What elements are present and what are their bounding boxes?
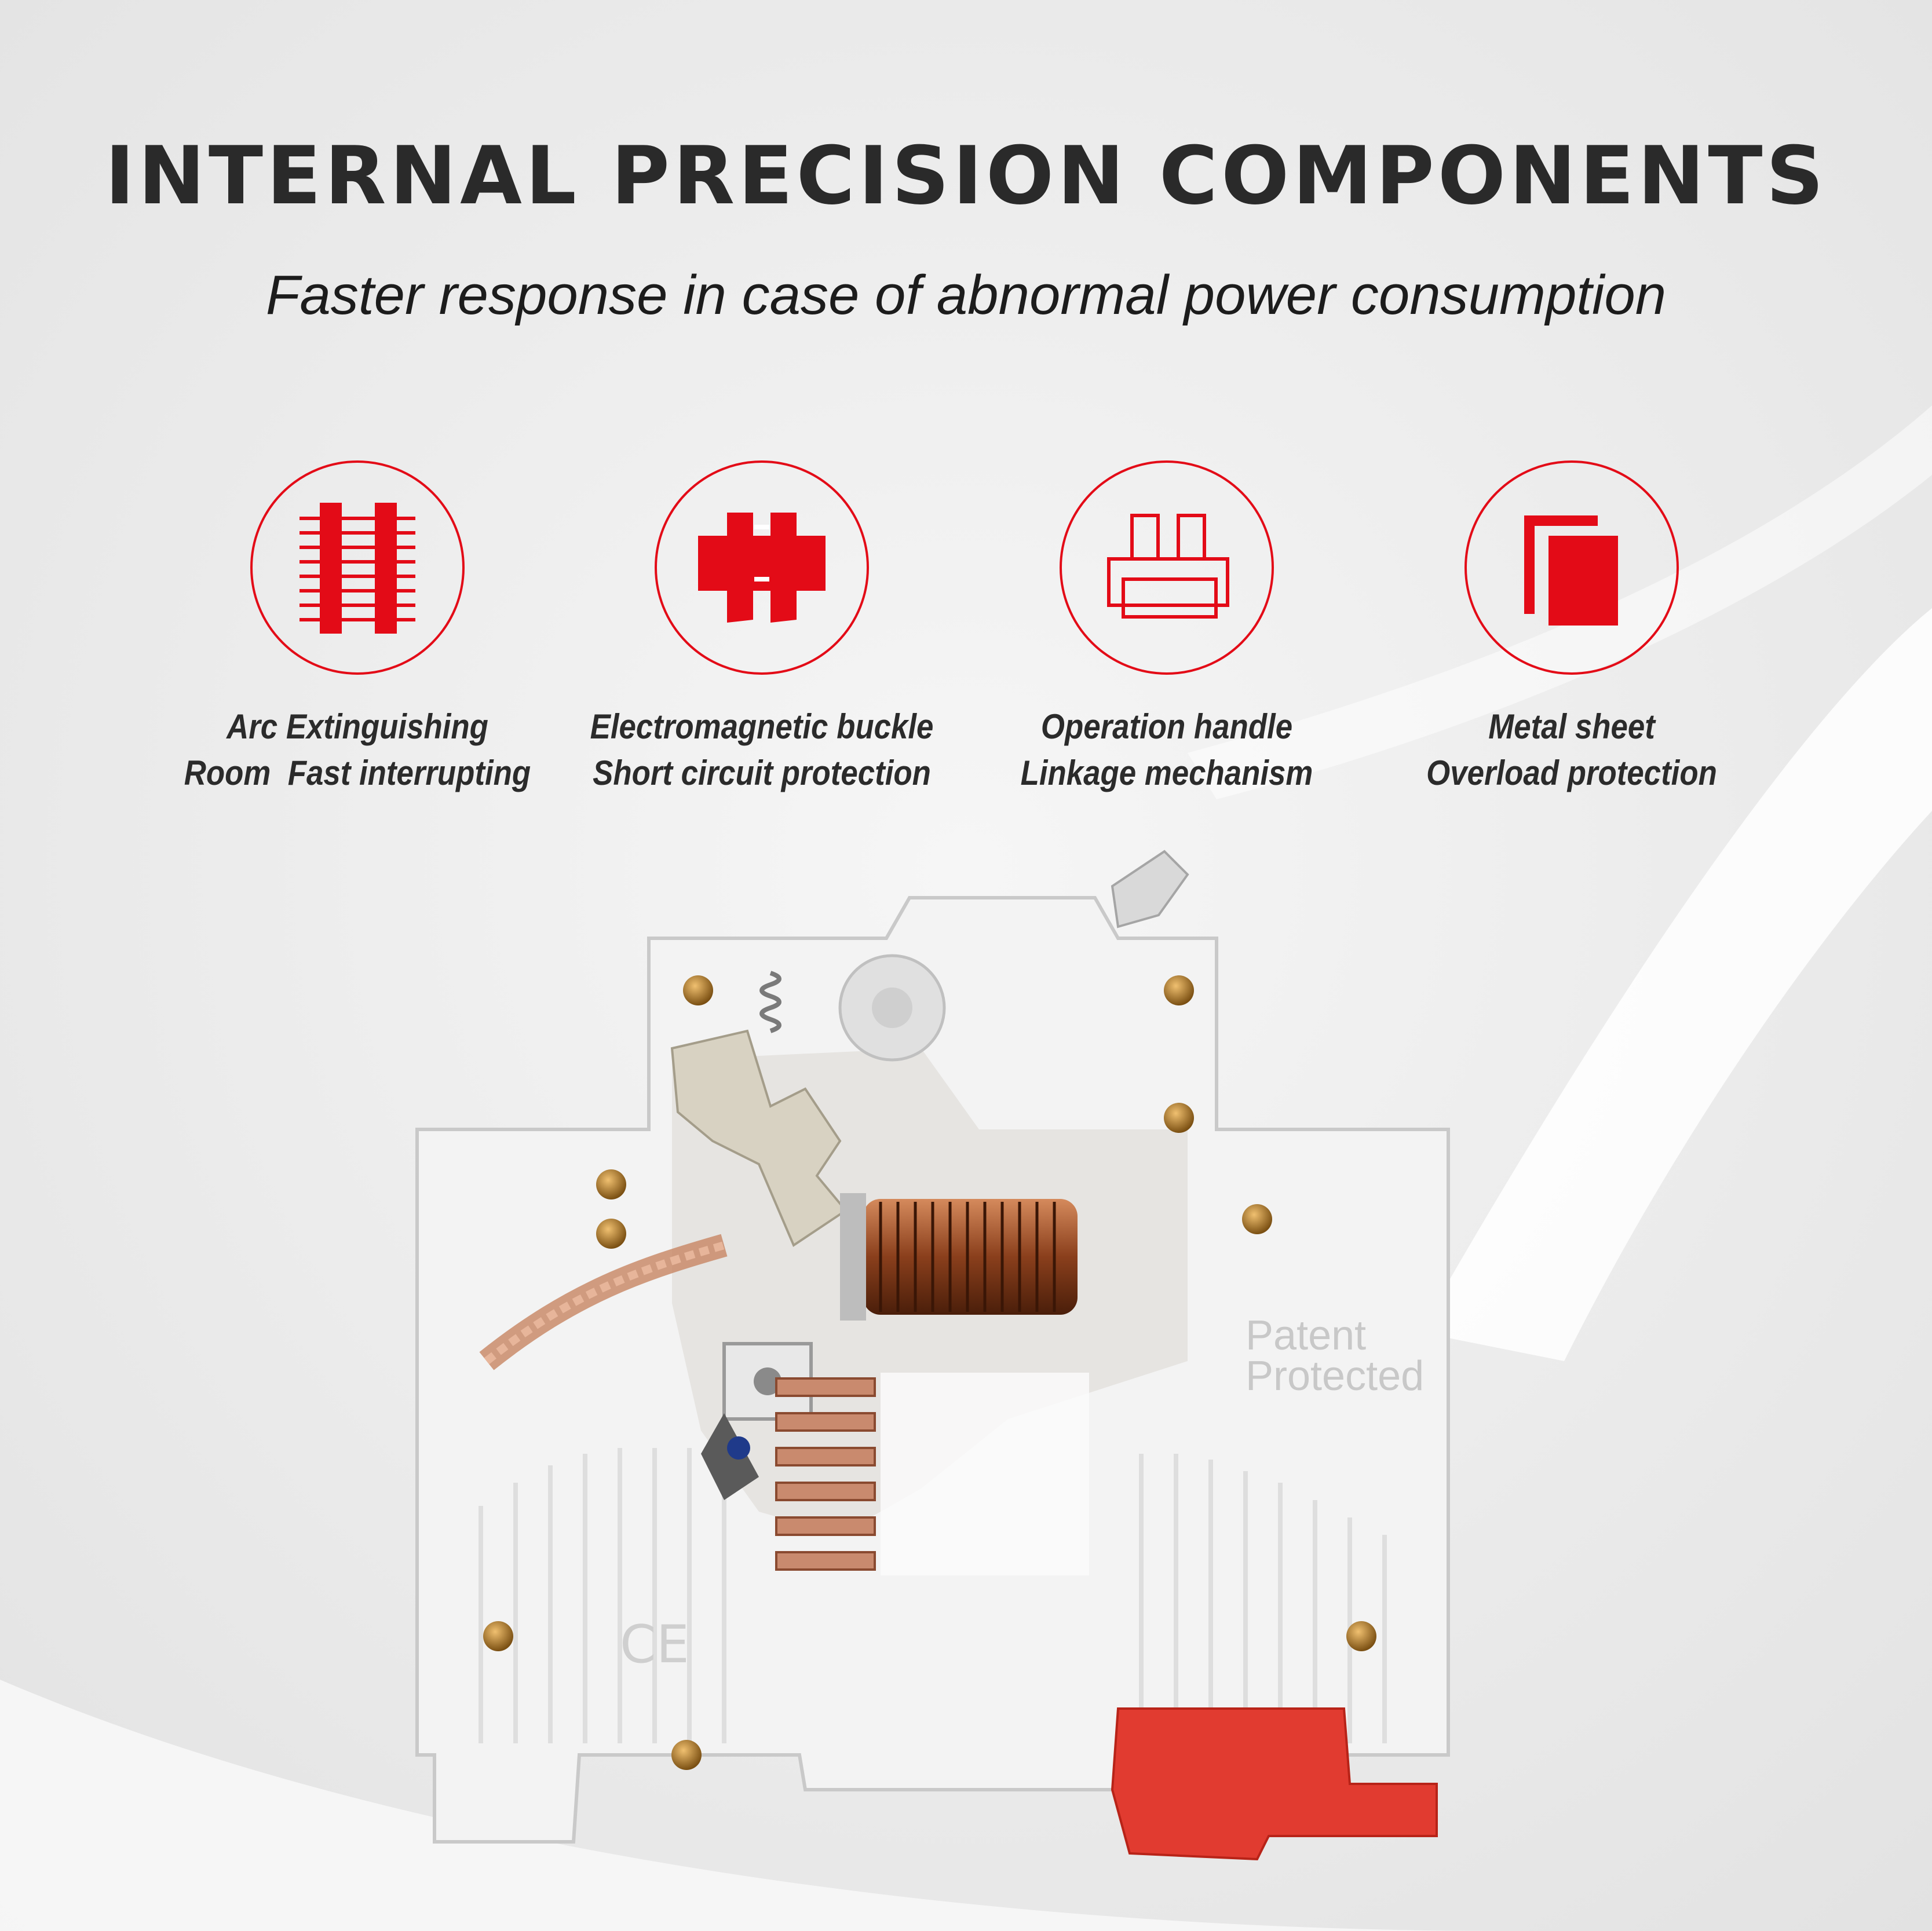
page-title: INTERNAL PRECISION COMPONENTS: [105, 129, 1827, 222]
patent-watermark-line2: Protected: [1246, 1353, 1424, 1399]
feature-caption-line2: Short circuit protection: [593, 754, 931, 792]
arc-chute-icon: [300, 503, 415, 634]
operation-handle-icon: [1107, 514, 1229, 619]
circuit-breaker-image: Patent Protected CE: [415, 850, 1450, 1861]
feature-circle: [1060, 460, 1274, 675]
feature-caption-line1: Metal sheet: [1488, 707, 1655, 746]
feature-caption: Operation handle Linkage mechanism: [988, 704, 1345, 796]
feature-arc-extinguishing: Arc Extinguishing Room Fast interrupting: [155, 460, 560, 796]
coil-windings: [879, 1202, 1056, 1312]
ce-mark: CE: [620, 1614, 689, 1675]
arc-chute-plates: [775, 1377, 876, 1571]
feature-caption-line1: Operation handle: [1040, 707, 1293, 746]
feature-caption: Electromagnetic buckle Short circuit pro…: [583, 704, 940, 796]
feature-circle: [250, 460, 465, 675]
electromagnetic-coil: [863, 1199, 1078, 1315]
feature-caption: Arc Extinguishing Room Fast interrupting: [179, 704, 536, 796]
feature-caption-line2: Linkage mechanism: [1020, 754, 1313, 792]
feature-caption-line2: Room Fast interrupting: [184, 754, 531, 792]
din-rail-clip: [1111, 1707, 1438, 1861]
feature-electromagnetic-buckle: Electromagnetic buckle Short circuit pro…: [559, 460, 965, 796]
screws: [483, 975, 1376, 1770]
feature-circle: [655, 460, 869, 675]
feature-caption-line2: Overload protection: [1426, 754, 1717, 792]
top-lever: [1111, 850, 1189, 928]
electromagnetic-buckle-icon: [698, 513, 826, 623]
feature-caption-line1: Arc Extinguishing: [227, 707, 488, 746]
feature-metal-sheet: Metal sheet Overload protection: [1369, 460, 1774, 796]
spring: [759, 971, 781, 1033]
feature-circle: [1464, 460, 1679, 675]
page-subtitle: Faster response in case of abnormal powe…: [265, 264, 1667, 326]
housing-ribs: [479, 1448, 1387, 1743]
metal-sheet-icon: [1524, 515, 1618, 626]
operation-handle-mechanism: [670, 1029, 848, 1247]
patent-watermark-line1: Patent: [1246, 1312, 1366, 1359]
feature-caption-line1: Electromagnetic buckle: [590, 707, 934, 746]
feature-operation-handle: Operation handle Linkage mechanism: [964, 460, 1369, 796]
feature-caption: Metal sheet Overload protection: [1393, 704, 1750, 796]
